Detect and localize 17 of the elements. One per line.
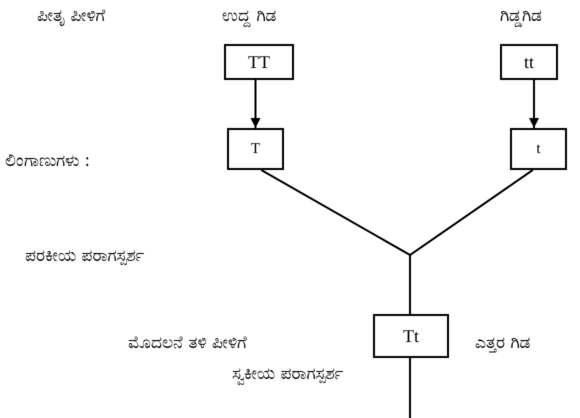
plant-caption: ಗಿಡ್ಡಗಿಡ [500, 6, 542, 26]
stage-label: ಸ್ವಕೀಯ ಪರಾಗಸ್ಪರ್ಶ [232, 364, 344, 384]
stage-label: ಪೀತೃ ಪೀಳಿಗೆ [37, 6, 106, 26]
stage-label: ಲಿಂಗಾಣುಗಳು : [5, 151, 90, 172]
genotype-box: tt [500, 44, 558, 80]
plant-caption: ಎತ್ತರ ಗಿಡ [475, 333, 530, 354]
connector-line [409, 169, 534, 314]
plant-caption: ಉದ್ದ ಗಿಡ [222, 6, 276, 26]
stage-label: ಮೊದಲನೆ ತಳಿ ಪೀಳಿಗೆ [128, 333, 247, 354]
genotype-box: T [227, 128, 284, 170]
genotype-box: TT [224, 44, 294, 80]
arrow [250, 80, 260, 128]
connector-line [409, 358, 411, 418]
genotype-box: Tt [373, 314, 449, 358]
stage-label: ಪರಕೀಯ ಪರಾಗಸ್ಪರ್ಶ [25, 246, 144, 266]
genotype-box: t [510, 128, 567, 170]
arrow [529, 80, 539, 128]
